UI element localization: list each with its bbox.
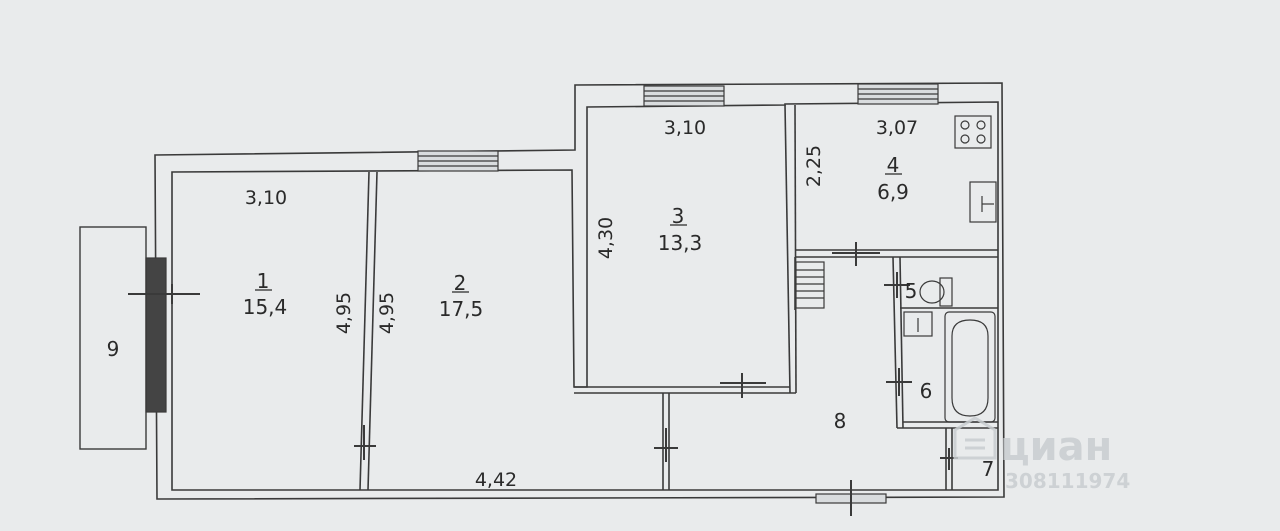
windows [145, 83, 939, 413]
door-room-1 [354, 425, 376, 460]
room-8-number: 8 [834, 409, 847, 433]
room-6-number: 6 [920, 379, 933, 403]
inner-wall-outline [171, 101, 999, 491]
door-room-3 [720, 373, 766, 398]
room-4-area: 6,9 [877, 180, 909, 204]
toilet-icon [919, 277, 953, 307]
door-room-5 [884, 272, 910, 298]
entrance-door [815, 480, 887, 516]
sink-icon [969, 181, 997, 223]
walls [154, 82, 1005, 500]
watermark-brand: циан [1000, 424, 1112, 470]
balcony [79, 226, 147, 450]
cian-logo-icon [953, 416, 997, 460]
vent-shaft-icon [795, 261, 825, 309]
balcony-door [128, 284, 200, 304]
watermark: циан 308111974 [953, 416, 1130, 493]
room-1-length-dimension: 4,95 [333, 292, 355, 334]
doors [128, 242, 958, 516]
room-9-number: 9 [107, 337, 120, 361]
door-room-4 [832, 242, 880, 266]
room-7-number: 7 [982, 457, 995, 481]
window-room-4 [857, 83, 939, 105]
room-4-length-dimension: 2,25 [803, 145, 825, 187]
room-2-area: 17,5 [439, 297, 484, 321]
fixtures [795, 115, 997, 423]
room-1-area: 15,4 [243, 295, 288, 319]
bottom-length-dimension: 4,42 [475, 469, 517, 491]
room-4-number: 4 [887, 153, 900, 177]
room-3-width-dimension: 3,10 [664, 117, 706, 139]
door-room-6 [886, 368, 912, 396]
room-3-number: 3 [672, 204, 685, 228]
room-4-width-dimension: 3,07 [876, 117, 918, 139]
window-room-2 [417, 150, 499, 172]
stove-icon [954, 115, 992, 149]
outer-wall-outline [154, 82, 1005, 500]
room-3-area: 13,3 [658, 231, 703, 255]
room-5-number: 5 [905, 279, 918, 303]
room-3-length-dimension: 4,30 [595, 217, 617, 259]
window-room-3 [643, 85, 725, 107]
room-1-number: 1 [257, 269, 270, 293]
dimension-labels: 3,10 3,10 3,07 4,42 4,95 4,95 4,30 2,25 [245, 117, 918, 491]
watermark-id: 308111974 [1005, 469, 1130, 493]
room-2-length-dimension: 4,95 [376, 292, 398, 334]
washbasin-icon [903, 311, 933, 337]
room-2-number: 2 [454, 271, 467, 295]
room-labels: 1 15,4 2 17,5 3 13,3 4 6,9 5 6 7 8 9 [107, 153, 995, 481]
window-room-1 [145, 257, 167, 413]
door-room-2 [654, 428, 678, 462]
room-1-width-dimension: 3,10 [245, 187, 287, 209]
bathtub-icon [944, 311, 996, 423]
